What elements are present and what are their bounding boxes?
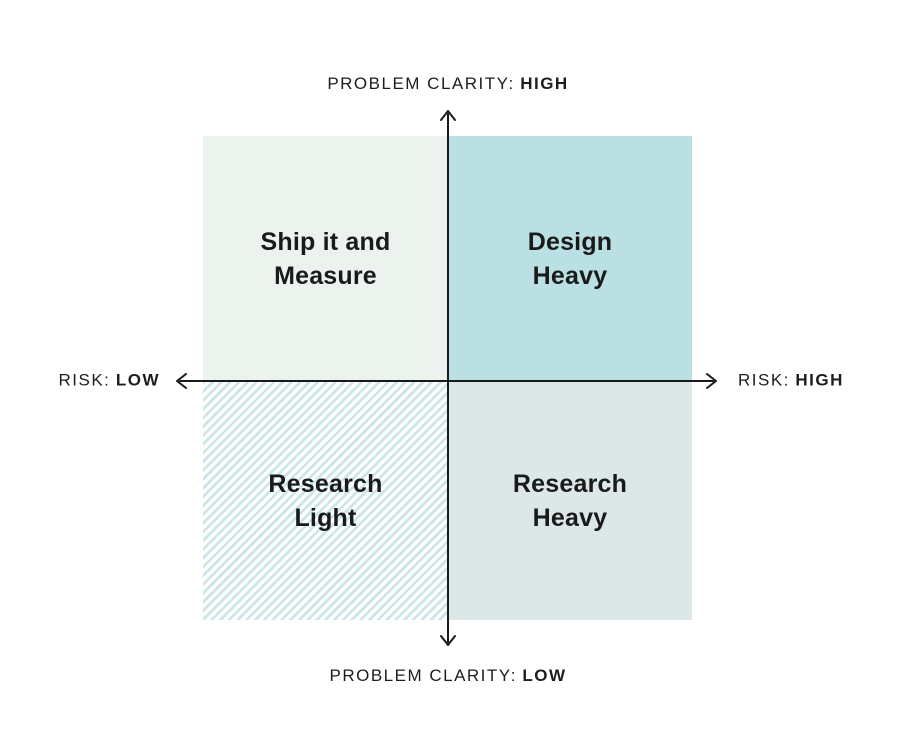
quadrant-label-line1: Ship it and [260, 227, 391, 256]
axis-label-risk-low: RISK:LOW [59, 371, 161, 391]
axis-label-problem-clarity-low: PROBLEM CLARITY: LOW [329, 666, 566, 686]
arrow-left-icon [176, 373, 187, 389]
quadrant-label-line2: Heavy [532, 503, 608, 532]
quadrant-label-line2: Heavy [532, 261, 608, 290]
arrow-right-icon [706, 373, 717, 389]
axis-label-value: HIGH [520, 74, 569, 93]
quadrant-label-line2: Light [294, 503, 357, 532]
quadrant-label: Design Heavy [528, 225, 613, 293]
quadrant-research-heavy: Research Heavy [448, 381, 692, 620]
quadrant-label-line1: Design [527, 227, 613, 256]
quadrant-research-light: Research Light [203, 381, 448, 620]
axis-label-value: HIGH [795, 370, 844, 390]
axis-label-value: LOW [115, 370, 160, 390]
quadrant-design-heavy: Design Heavy [448, 136, 692, 381]
quadrant-label: Research Light [268, 467, 382, 535]
axis-label-prefix: PROBLEM CLARITY: [327, 74, 515, 93]
quadrant-label: Ship it and Measure [261, 225, 391, 293]
axis-label-value: LOW [522, 666, 567, 685]
quadrant-label-line1: Research [268, 469, 383, 498]
arrow-up-icon [440, 110, 456, 121]
axis-label-problem-clarity-high: PROBLEM CLARITY: HIGH [327, 74, 568, 94]
quadrant-grid: Ship it and Measure Design Heavy Researc… [203, 136, 692, 620]
axis-label-prefix: RISK: [58, 370, 111, 390]
axis-label-prefix: RISK: [738, 370, 790, 390]
axis-label-risk-high: RISK:HIGH [738, 371, 844, 391]
quadrant-label: Research Heavy [513, 467, 627, 535]
arrow-down-icon [440, 635, 456, 646]
quadrant-label-line2: Measure [274, 261, 377, 290]
axis-label-prefix: PROBLEM CLARITY: [329, 666, 517, 685]
quadrant-ship-it-and-measure: Ship it and Measure [203, 136, 448, 381]
quadrant-label-line1: Research [512, 469, 628, 498]
